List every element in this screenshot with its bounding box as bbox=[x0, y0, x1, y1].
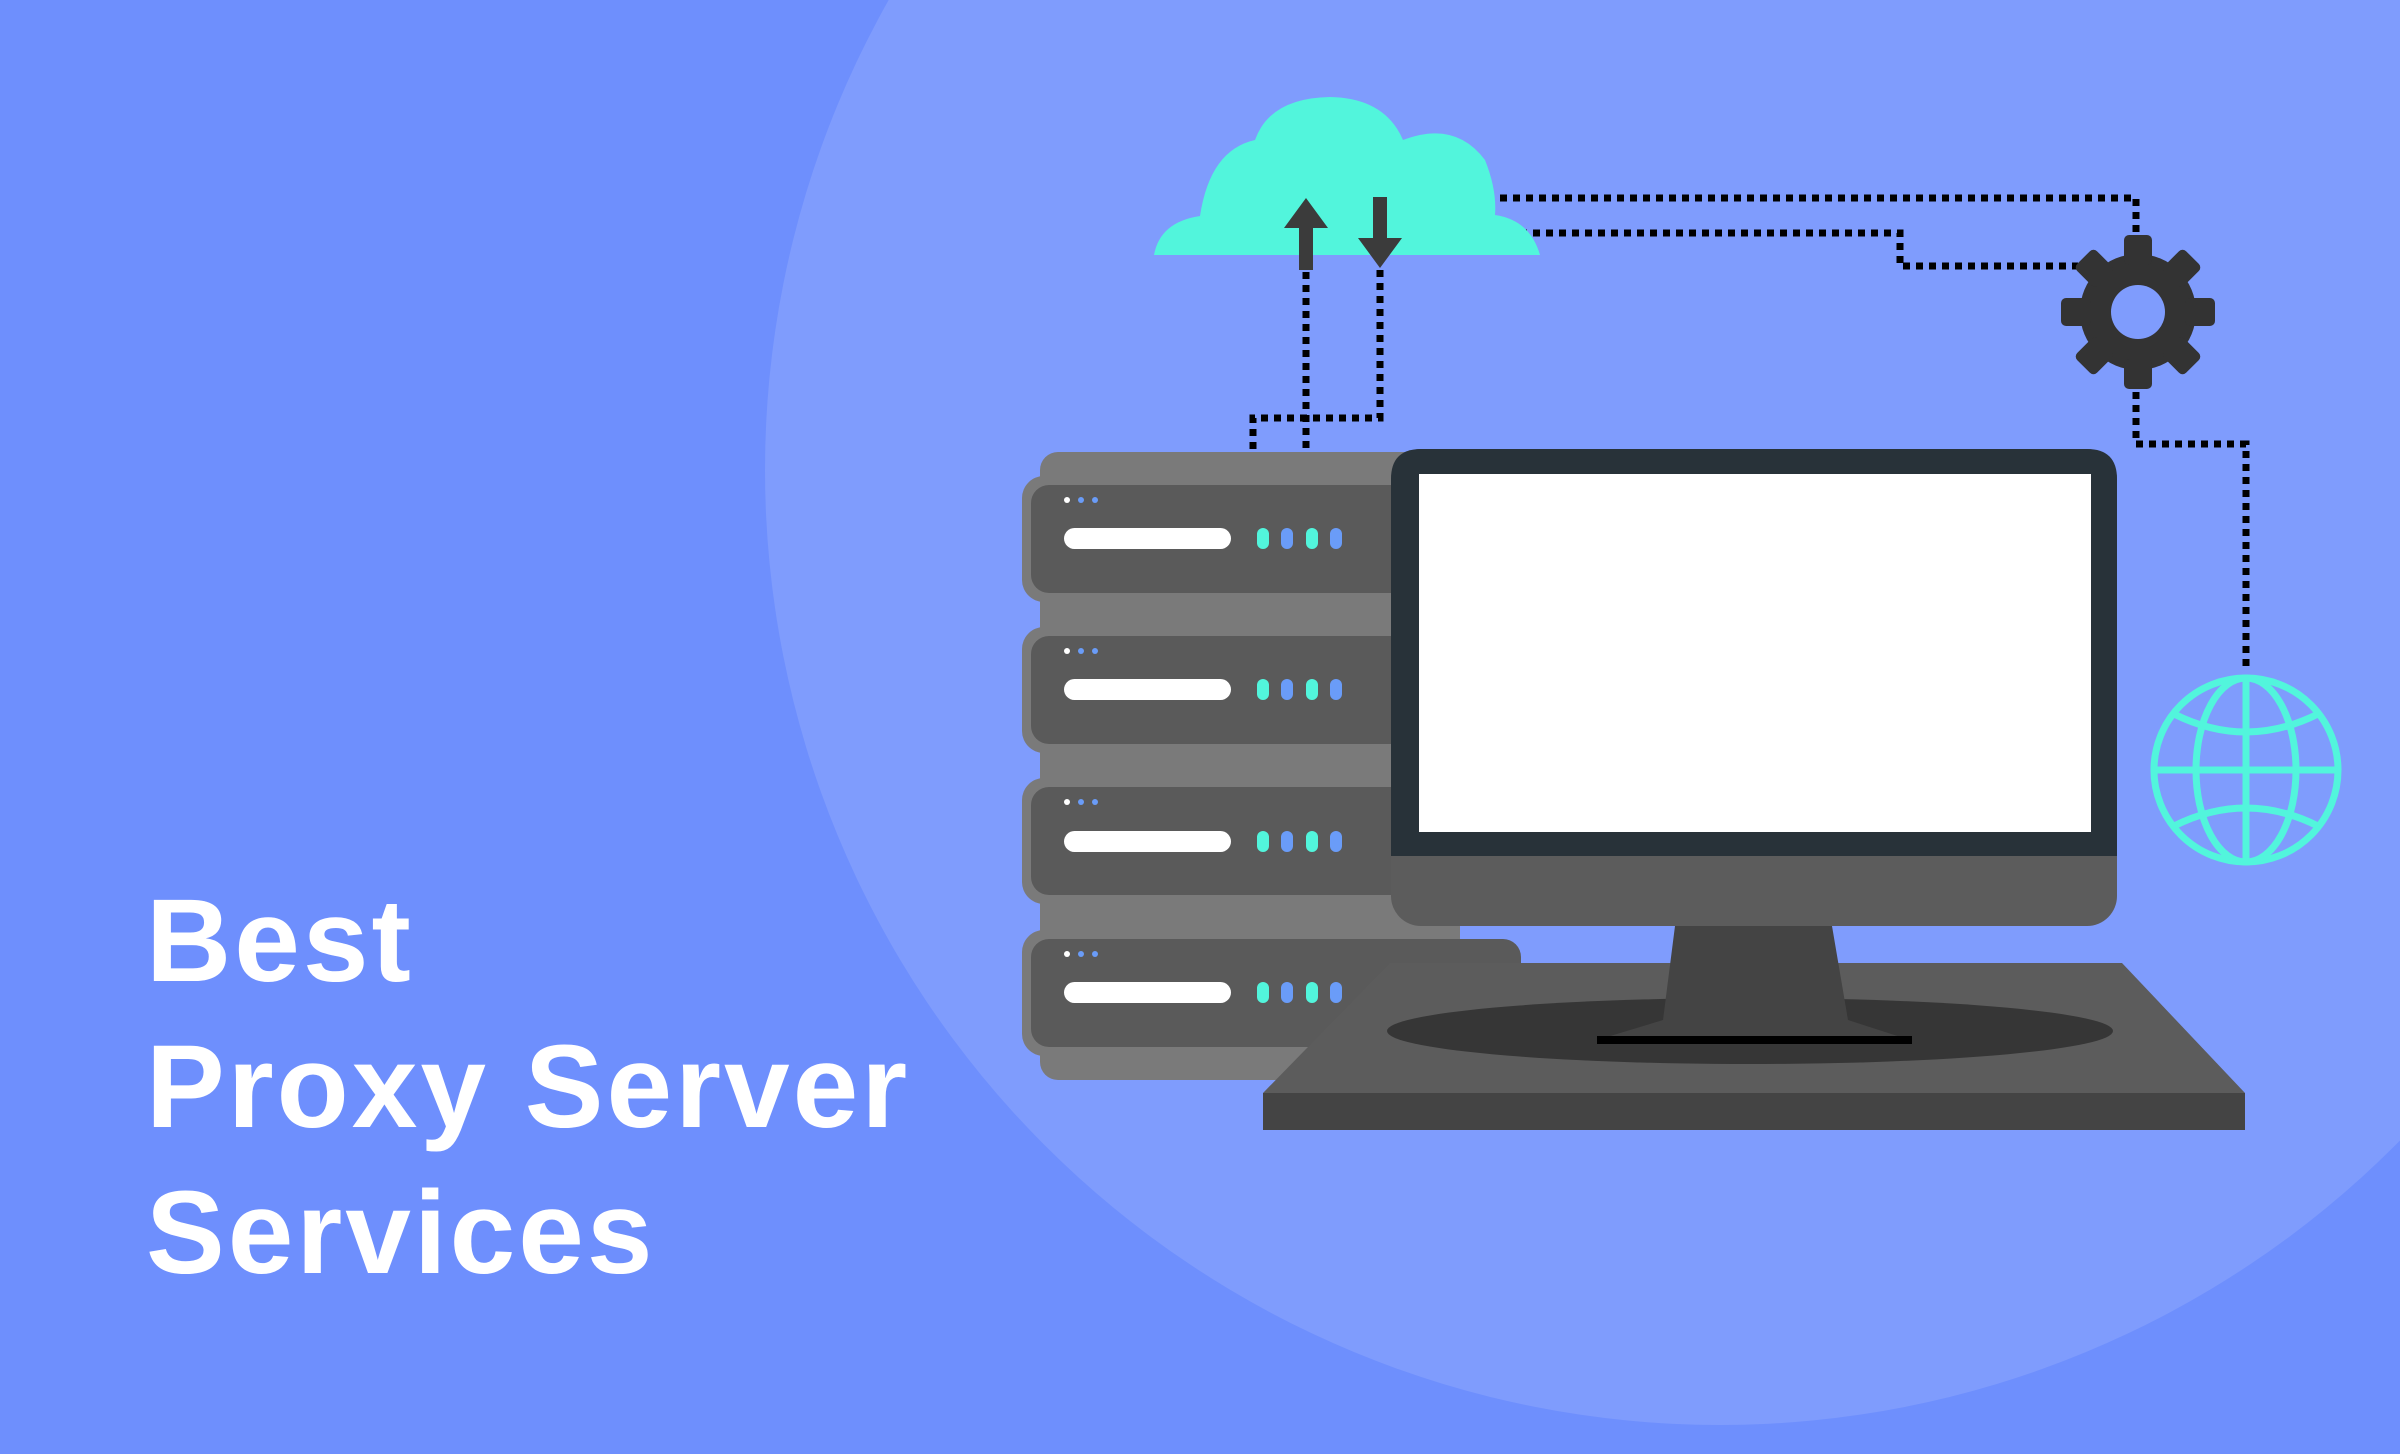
title-line-3: Services bbox=[146, 1167, 656, 1299]
upload-arrow-icon bbox=[1284, 198, 1328, 270]
download-arrow-icon bbox=[1358, 197, 1402, 268]
desktop-monitor bbox=[1391, 449, 2117, 1044]
monitor-screen bbox=[1419, 474, 2091, 832]
title-line-1: Best bbox=[146, 875, 414, 1007]
server-unit bbox=[1022, 627, 1452, 753]
server-rack bbox=[1022, 452, 1521, 1080]
title-line-2: Proxy Server bbox=[146, 1021, 911, 1153]
server-unit bbox=[1022, 476, 1452, 602]
server-unit bbox=[1022, 778, 1452, 904]
cloud-icon bbox=[1154, 97, 1540, 255]
globe-icon bbox=[2150, 674, 2342, 866]
gear-icon bbox=[2061, 235, 2215, 389]
page-title: Best Proxy Server Services bbox=[146, 868, 910, 1306]
